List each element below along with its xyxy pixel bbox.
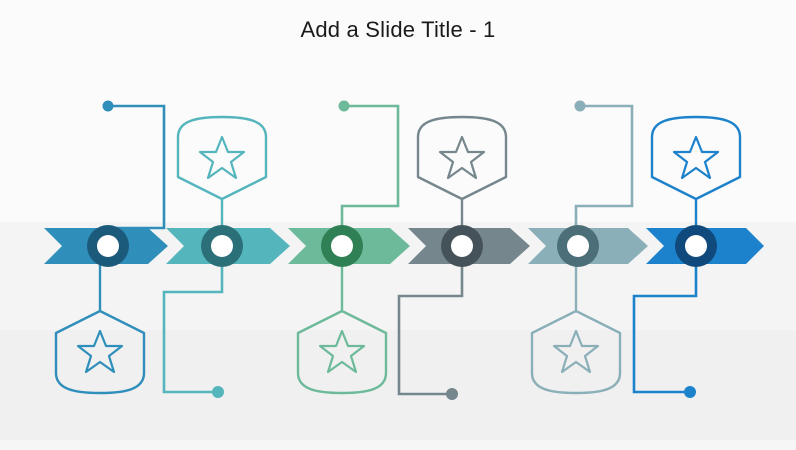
node-step-2[interactable] — [201, 225, 243, 267]
node-step-6[interactable] — [675, 225, 717, 267]
badge-top-6[interactable] — [650, 115, 742, 201]
connector-line-5 — [574, 104, 634, 248]
shield-outline — [530, 309, 622, 395]
node-ring-inner — [97, 235, 119, 257]
badge-top-2[interactable] — [176, 115, 268, 201]
shield-outline — [176, 115, 268, 201]
node-step-5[interactable] — [557, 225, 599, 267]
connector-segment-1 — [106, 104, 166, 248]
badge-bottom-5[interactable] — [530, 309, 622, 395]
connector-line-3 — [340, 104, 400, 248]
connector-dot-6 — [684, 386, 696, 398]
connector-dot-3 — [338, 100, 350, 112]
badge-top-4[interactable] — [416, 115, 508, 201]
node-step-4[interactable] — [441, 225, 483, 267]
node-ring-inner — [567, 235, 589, 257]
badge-bottom-3[interactable] — [296, 309, 388, 395]
connector-segment-2 — [162, 242, 224, 394]
node-step-1[interactable] — [87, 225, 129, 267]
star-icon — [318, 329, 366, 374]
connector-segment-3 — [340, 104, 400, 248]
connector-line-2 — [162, 242, 224, 394]
node-step-3[interactable] — [321, 225, 363, 267]
node-ring-inner — [211, 235, 233, 257]
connector-dot-1 — [102, 100, 114, 112]
node-ring-inner — [685, 235, 707, 257]
shield-outline — [54, 309, 146, 395]
connector-line-1 — [106, 104, 166, 248]
node-ring-layer — [87, 225, 717, 267]
connector-dot-4 — [446, 388, 458, 400]
connector-dot-2 — [212, 386, 224, 398]
shield-outline — [296, 309, 388, 395]
star-icon — [198, 135, 246, 180]
badge-bottom-1[interactable] — [54, 309, 146, 395]
node-ring-inner — [451, 235, 473, 257]
page-title: Add a Slide Title - 1 — [300, 17, 496, 42]
connector-line-4 — [397, 242, 464, 396]
connector-segment-5 — [574, 104, 634, 248]
star-icon — [438, 135, 486, 180]
connector-segment-6 — [632, 242, 698, 394]
star-icon — [552, 329, 600, 374]
connector-dot-5 — [574, 100, 586, 112]
connector-layer — [102, 100, 698, 400]
shield-outline — [416, 115, 508, 201]
node-ring-inner — [331, 235, 353, 257]
chevron-bar — [44, 228, 764, 264]
star-icon — [76, 329, 124, 374]
connector-line-6 — [632, 242, 698, 394]
background-band-bottom — [0, 440, 796, 450]
badge-stem-layer — [98, 200, 698, 310]
star-icon — [672, 135, 720, 180]
shield-outline — [650, 115, 742, 201]
connector-segment-4 — [397, 242, 464, 396]
